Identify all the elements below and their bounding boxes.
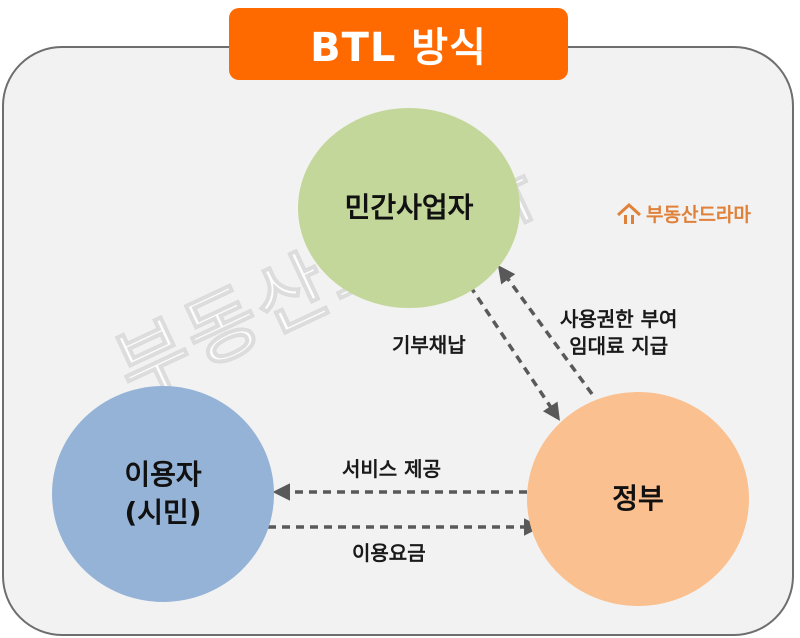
label-usage-fee: 이용요금 bbox=[352, 541, 426, 565]
label-usage-rights: 사용권한 부여 임대료 지급 bbox=[560, 307, 678, 358]
brand-logo: 부동산드라마 bbox=[616, 200, 751, 227]
node-user-citizen: 이용자 (시민) bbox=[52, 386, 274, 602]
node-government: 정부 bbox=[527, 392, 749, 606]
label-service: 서비스 제공 bbox=[342, 457, 441, 481]
arrow-private-to-government bbox=[468, 285, 560, 421]
page-title: BTL 방식 bbox=[229, 8, 568, 80]
node-private-operator: 민간사업자 bbox=[298, 108, 520, 308]
logo-text: 부동산드라마 bbox=[646, 204, 751, 226]
label-donation: 기부채납 bbox=[392, 333, 466, 357]
arrow-government-to-private bbox=[497, 265, 594, 396]
house-icon bbox=[616, 202, 642, 224]
